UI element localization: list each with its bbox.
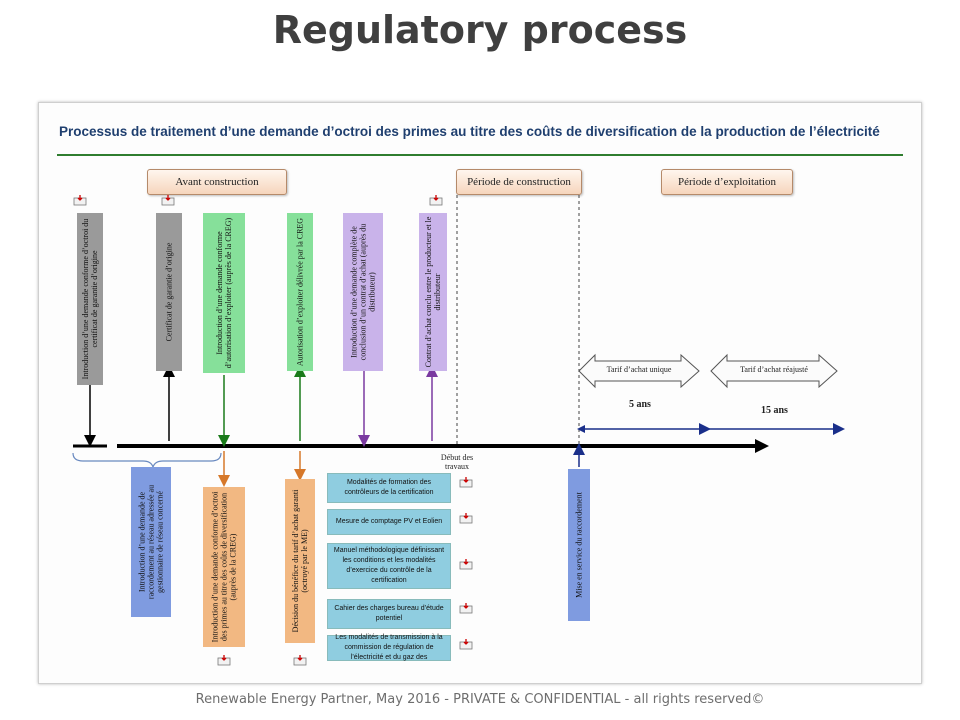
step-guaranteed-tariff-decision: Décision du bénéfice du tarif d’achat ga… bbox=[285, 479, 315, 643]
doc-specifications: Cahier des charges bureau d’étude potent… bbox=[327, 599, 451, 629]
step-origin-certificate-request: Introduction d’une demande conforme d’oc… bbox=[77, 213, 103, 385]
document-icon bbox=[293, 655, 307, 666]
tariff-readjusted-label: Tarif d’achat réajusté bbox=[740, 365, 808, 374]
doc-transmission-modalities: Les modalités de transmission à la commi… bbox=[327, 634, 451, 661]
diagram-frame: Processus de traitement d’une demande d’… bbox=[38, 102, 922, 684]
step-operating-authorization: Autorisation d’exploiter délivrée par la… bbox=[287, 213, 313, 371]
step-operating-authorization-request: Introduction d’une demande conforme d’au… bbox=[203, 213, 245, 373]
phase-construction: Période de construction bbox=[456, 169, 582, 195]
document-icon bbox=[161, 195, 175, 206]
step-purchase-contract-request: Introduction d’une demande complète de c… bbox=[343, 213, 383, 371]
slide-footer: Renewable Energy Partner, May 2016 - PRI… bbox=[195, 692, 765, 707]
document-icon bbox=[73, 195, 87, 206]
timeline-diagram bbox=[72, 195, 845, 487]
document-icon bbox=[459, 603, 473, 614]
phase-avant-construction: Avant construction bbox=[147, 169, 287, 195]
step-grid-commissioning: Mise en service du raccordement bbox=[568, 469, 590, 621]
document-icon bbox=[459, 477, 473, 488]
diagram-title: Processus de traitement d’une demande d’… bbox=[59, 124, 880, 139]
slide-title: Regulatory process bbox=[272, 8, 688, 52]
works-start-label: Début des travaux bbox=[440, 453, 474, 471]
step-origin-certificate: Certificat de garantie d’origine bbox=[156, 213, 182, 371]
doc-controller-training: Modalités de formation des contrôleurs d… bbox=[327, 473, 451, 503]
doc-metering-pv-wind: Mesure de comptage PV et Eolien bbox=[327, 509, 451, 535]
tariff-unique-label: Tarif d’achat unique bbox=[606, 365, 672, 374]
document-icon bbox=[459, 559, 473, 570]
document-icon bbox=[429, 195, 443, 206]
phase-exploitation: Période d’exploitation bbox=[661, 169, 793, 195]
duration-15-years: 15 ans bbox=[761, 405, 788, 416]
doc-methodology-manual: Manuel méthodologique définissant les co… bbox=[327, 543, 451, 589]
document-icon bbox=[459, 639, 473, 650]
step-purchase-contract: Contrat d’achat conclu entre le producte… bbox=[419, 213, 447, 371]
document-icon bbox=[459, 513, 473, 524]
document-icon bbox=[217, 655, 231, 666]
step-grid-connection-request: Introduction d’une demande de raccordeme… bbox=[131, 467, 171, 617]
step-premium-request: Introduction d’une demande conforme d’oc… bbox=[203, 487, 245, 647]
duration-5-years: 5 ans bbox=[629, 399, 651, 410]
title-underline bbox=[57, 154, 903, 156]
